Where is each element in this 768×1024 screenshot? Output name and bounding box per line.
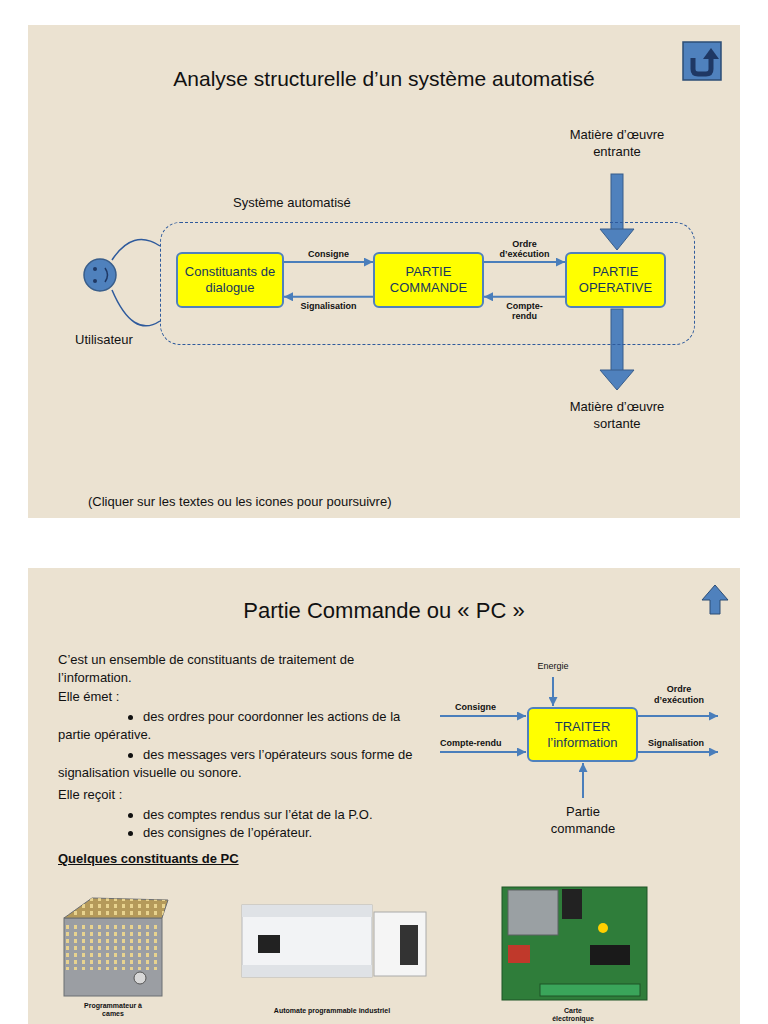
material-out-arrow — [611, 309, 623, 371]
process-box: PARTIE OPERATIVE — [565, 252, 666, 308]
slide-title: Analyse structurelle d’un système automa… — [28, 66, 740, 92]
plc-module-connector — [400, 925, 418, 965]
support-arrow — [582, 763, 584, 798]
box-text: TRAITER l’information — [531, 719, 634, 751]
bullet-text: des comptes rendus sur l’état de la P.O. — [58, 806, 430, 824]
plc-display — [258, 935, 280, 953]
flow-arrow — [284, 296, 373, 298]
capacitor — [508, 945, 530, 963]
text-label: Ordre d’exécution — [650, 684, 708, 706]
plc-body — [242, 905, 372, 977]
process-box: TRAITER l’information — [527, 707, 638, 762]
output-arrow — [638, 751, 718, 753]
user-mouth — [105, 268, 108, 282]
edge-label: Ordre d’exécution — [497, 239, 553, 259]
box-text: PARTIE OPERATIVE — [569, 264, 662, 296]
circuit-board — [502, 887, 647, 1000]
user-eye — [93, 279, 97, 283]
cam-programmer-pins — [64, 898, 168, 918]
process-box: PARTIE COMMANDE — [373, 252, 484, 308]
bullet-dot — [128, 753, 133, 758]
text-label: Matière d’œuvre sortante — [547, 398, 687, 432]
bullet-text: des messages vers l’opérateurs sous form… — [58, 746, 430, 782]
up-icon — [702, 585, 728, 614]
node-caption: Utilisateur — [75, 332, 133, 348]
plc-terminal-strip — [242, 965, 372, 977]
text-label: C’est un ensemble de constituants de tra… — [58, 651, 430, 687]
transformer — [508, 890, 558, 935]
cam-programmer-body — [64, 918, 162, 996]
box-text: PARTIE COMMANDE — [377, 264, 480, 296]
text-label: Automate programmable industriel — [262, 1007, 402, 1015]
energy-arrow — [552, 677, 554, 706]
flow-arrow — [484, 296, 565, 298]
bullet-text: des consignes de l’opérateur. — [58, 824, 430, 842]
flow-arrow — [484, 261, 565, 263]
text-label: Partie Commande ou « PC » — [28, 598, 740, 624]
text-label: Matière d’œuvre entrante — [547, 126, 687, 160]
system-boundary: Système automatiséConstituants de dialog… — [160, 222, 695, 345]
edge-label: Compte-rendu — [505, 301, 545, 321]
bullet-dot — [128, 831, 133, 836]
bullet-text: des ordres pour coordonner les actions d… — [58, 708, 420, 744]
bullet-dot — [128, 715, 133, 720]
bullet-dot — [128, 813, 133, 818]
box-text: Constituants de dialogue — [180, 264, 280, 296]
text-label: (Cliquer sur les textes ou les icones po… — [88, 494, 528, 510]
material-in-arrow-head — [600, 229, 634, 250]
text-label: Consigne — [455, 702, 515, 713]
text-label: Programmateur à cames — [78, 1002, 148, 1018]
edge-label: Signalisation — [294, 301, 364, 311]
link-curve — [112, 240, 160, 326]
text-label: Elle reçoit : — [58, 786, 430, 804]
component — [562, 889, 582, 919]
material-out-arrow-head — [600, 370, 634, 390]
user-face — [83, 258, 117, 292]
terminal-block — [540, 984, 640, 996]
node-caption: Système automatisé — [233, 195, 351, 211]
cam-programmer-contacts — [64, 925, 162, 970]
chip — [590, 945, 630, 965]
user-icon: Utilisateur — [83, 258, 117, 292]
user-head — [84, 259, 116, 291]
text-label: Elle émet : — [58, 688, 430, 706]
text-label: Partie commande — [540, 803, 626, 837]
flow-arrow — [284, 261, 373, 263]
output-arrow — [638, 715, 718, 717]
text-label: Signalisation — [648, 738, 723, 749]
return-icon — [683, 42, 721, 80]
plc-module — [374, 912, 426, 976]
user-eye — [93, 267, 97, 271]
return-icon-arrow — [693, 58, 711, 74]
text-label: Quelques constituants de PC — [58, 850, 358, 868]
text-label: Energie — [528, 661, 578, 672]
text-label: Carte électronique — [548, 1007, 598, 1023]
text-label: Compte-rendu — [440, 738, 520, 749]
cam-programmer-top — [64, 898, 168, 918]
plc-terminal-strip — [242, 905, 372, 917]
led — [598, 923, 608, 933]
input-arrow — [440, 751, 526, 753]
edge-label: Consigne — [299, 249, 359, 259]
input-arrow — [440, 715, 526, 717]
process-box: Constituants de dialogue — [176, 252, 284, 308]
cam-programmer-knob — [134, 972, 146, 984]
return-icon-head — [703, 48, 719, 59]
